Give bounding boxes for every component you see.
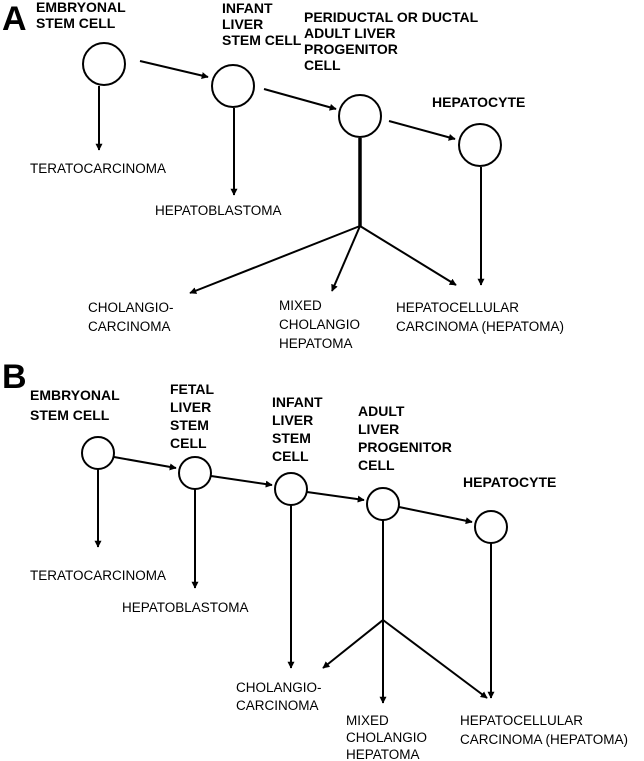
a-arrow-infant-progenitor <box>263 88 337 111</box>
a-cholangiocarcinoma-label: CHOLANGIO- CARCINOMA <box>88 300 174 334</box>
a-mixed-label: MIXED CHOLANGIO HEPATOMA <box>279 298 360 351</box>
b-embryonal-node <box>81 436 115 470</box>
a-mixed-label-line-1: MIXED <box>279 298 322 313</box>
b-cholangiocarcinoma-label-line-2: CARCINOMA <box>236 698 319 713</box>
b-arrow-embryonal-fetal <box>113 456 177 471</box>
b-mixed-label-line-1: MIXED <box>346 713 389 728</box>
b-mixed-label-line-3: HEPATOMA <box>346 747 420 761</box>
b-arrow-progenitor-hepatocyte <box>398 506 473 525</box>
a-arrow-cholangiocarcinoma <box>189 225 361 294</box>
a-cholangiocarcinoma-label-line-2: CARCINOMA <box>88 319 171 334</box>
a-embryonal-title-line-2: STEM CELL <box>36 15 116 31</box>
b-infant-title-line-1: INFANT <box>272 394 323 410</box>
a-progenitor-title-line-1: PERIDUCTAL OR DUCTAL <box>304 9 479 25</box>
b-teratocarcinoma-label-line-1: TERATOCARCINOMA <box>30 568 166 583</box>
a-hepatocellular-label-line-1: HEPATOCELLULAR <box>396 300 519 315</box>
a-arrow-hepatocellular-from-progenitor <box>359 225 457 286</box>
a-arrow-progenitor-hepatocyte <box>388 120 456 141</box>
b-fetal-title-line-3: STEM <box>170 417 209 433</box>
b-embryonal-title-line-2: STEM CELL <box>30 407 110 423</box>
b-arrow-infant-progenitor <box>306 491 365 503</box>
a-hepatocellular-label-line-2: CARCINOMA (HEPATOMA) <box>396 319 564 334</box>
a-arrow-embryonal-infant <box>139 60 209 79</box>
b-progenitor-node <box>366 487 400 521</box>
b-hepatoblastoma-label: HEPATOBLASTOMA <box>122 600 249 615</box>
b-hepatoblastoma-label-line-1: HEPATOBLASTOMA <box>122 600 249 615</box>
b-hepatocellular-label-line-2: CARCINOMA (HEPATOMA) <box>460 732 628 747</box>
b-mixed-label: MIXED CHOLANGIO HEPATOMA <box>346 713 427 761</box>
b-embryonal-title: EMBRYONAL STEM CELL <box>30 387 120 423</box>
a-hepatocyte-node <box>458 123 502 167</box>
a-infant-title-line-1: INFANT <box>222 0 273 16</box>
b-fetal-node <box>178 456 212 490</box>
a-progenitor-title-line-4: CELL <box>304 57 341 73</box>
panel-a-label: A <box>2 0 27 38</box>
a-mixed-label-line-3: HEPATOMA <box>279 336 353 351</box>
a-hepatocyte-title: HEPATOCYTE <box>432 94 525 110</box>
b-infant-node <box>274 472 308 506</box>
a-arrow-mixed <box>331 225 361 292</box>
b-progenitor-title-line-3: PROGENITOR <box>358 439 452 455</box>
b-embryonal-title-line-1: EMBRYONAL <box>30 387 120 403</box>
a-progenitor-title-line-2: ADULT LIVER <box>304 25 396 41</box>
panel-b-label: B <box>2 358 27 396</box>
b-hepatocyte-node <box>474 510 508 544</box>
a-infant-node <box>211 64 255 108</box>
a-cholangiocarcinoma-label-line-1: CHOLANGIO- <box>88 300 174 315</box>
b-fetal-title: FETAL LIVER STEM CELL <box>170 381 215 451</box>
b-infant-title-line-2: LIVER <box>272 412 313 428</box>
b-progenitor-title-line-4: CELL <box>358 457 395 473</box>
b-hepatocyte-title-line-1: HEPATOCYTE <box>463 474 556 490</box>
b-infant-title: INFANT LIVER STEM CELL <box>272 394 323 464</box>
b-progenitor-title: ADULT LIVER PROGENITOR CELL <box>358 403 452 473</box>
b-fetal-title-line-2: LIVER <box>170 399 211 415</box>
b-cholangiocarcinoma-label-line-1: CHOLANGIO- <box>236 680 322 695</box>
a-hepatoblastoma-label: HEPATOBLASTOMA <box>155 203 282 218</box>
a-infant-title-line-2: LIVER <box>222 16 263 32</box>
b-hepatocyte-title: HEPATOCYTE <box>463 474 556 490</box>
a-progenitor-node <box>338 94 382 138</box>
b-progenitor-title-line-1: ADULT <box>358 403 405 419</box>
b-mixed-label-line-2: CHOLANGIO <box>346 730 427 745</box>
a-progenitor-title-line-3: PROGENITOR <box>304 41 398 57</box>
a-teratocarcinoma-label-line-1: TERATOCARCINOMA <box>30 161 166 176</box>
a-mixed-label-line-2: CHOLANGIO <box>279 317 360 332</box>
a-hepatocyte-title-line-1: HEPATOCYTE <box>432 94 525 110</box>
a-infant-title-line-3: STEM CELL <box>222 32 302 48</box>
a-embryonal-node <box>82 42 126 86</box>
b-fetal-title-line-4: CELL <box>170 435 207 451</box>
b-arrow-cholangiocarcinoma-from-progenitor <box>322 619 384 669</box>
b-infant-title-line-4: CELL <box>272 448 309 464</box>
b-fetal-title-line-1: FETAL <box>170 381 215 397</box>
b-hepatocellular-label: HEPATOCELLULAR CARCINOMA (HEPATOMA) <box>460 713 628 747</box>
a-embryonal-title-line-1: EMBRYONAL <box>36 0 126 15</box>
b-arrow-hepatocellular-from-progenitor <box>382 619 488 699</box>
b-cholangiocarcinoma-label: CHOLANGIO- CARCINOMA <box>236 680 322 713</box>
b-arrow-fetal-infant <box>210 475 273 488</box>
b-infant-title-line-3: STEM <box>272 430 311 446</box>
a-hepatoblastoma-label-line-1: HEPATOBLASTOMA <box>155 203 282 218</box>
b-hepatocellular-label-line-1: HEPATOCELLULAR <box>460 713 583 728</box>
b-progenitor-title-line-2: LIVER <box>358 421 399 437</box>
a-hepatocellular-label: HEPATOCELLULAR CARCINOMA (HEPATOMA) <box>396 300 564 334</box>
b-teratocarcinoma-label: TERATOCARCINOMA <box>30 568 166 583</box>
a-teratocarcinoma-label: TERATOCARCINOMA <box>30 161 166 176</box>
